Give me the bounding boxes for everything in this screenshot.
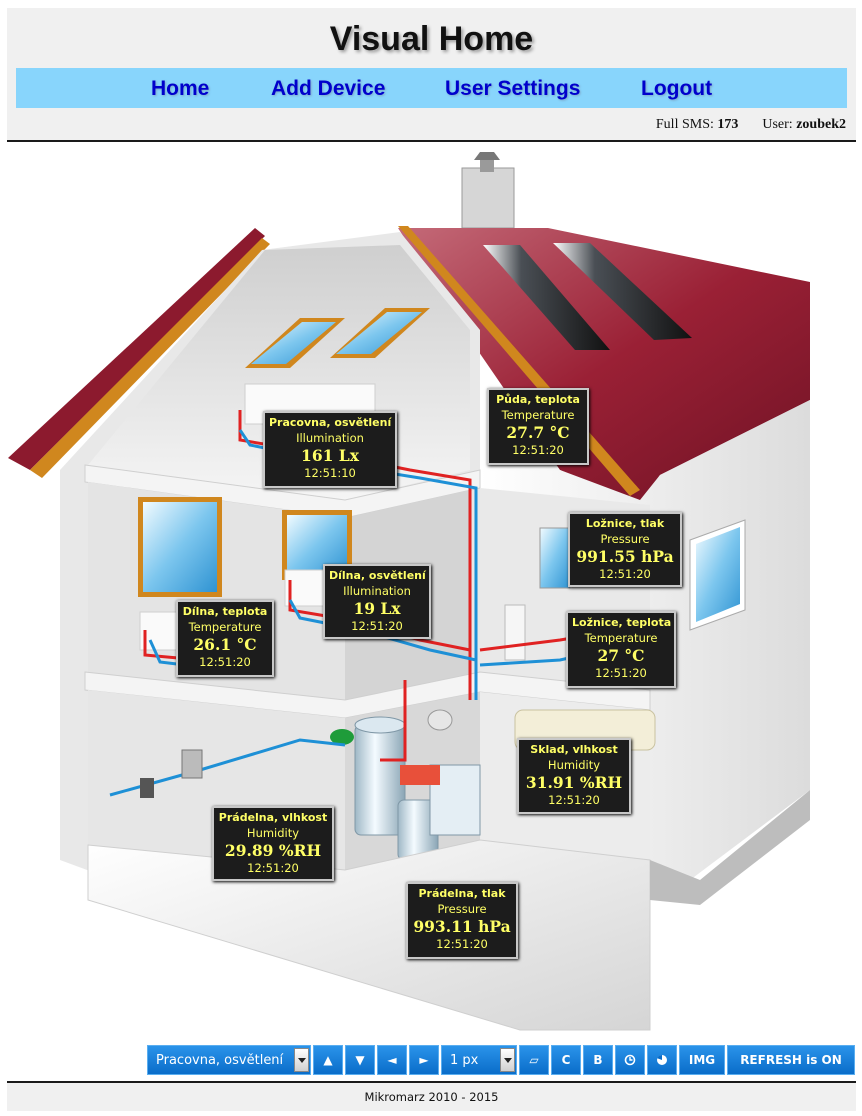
sensor-type: Pressure [600,532,650,546]
user-name: zoubek2 [796,117,846,132]
sensor-value: 27.7 °C [506,423,570,442]
pie-button[interactable] [647,1045,677,1075]
sensor-value: 26.1 °C [193,635,257,654]
img-button[interactable]: IMG [679,1045,725,1075]
sensor-loznice-teplota[interactable]: Ložnice, teplota Temperature 27 °C 12:51… [566,611,676,688]
sensor-name: Pracovna, osvětlení [269,416,392,429]
nav-user-settings-link[interactable]: User Settings [445,77,581,100]
app-title: Visual Home [329,20,534,58]
sensor-sklad-vlhkost[interactable]: Sklad, vlhkost Humidity 31.91 %RH 12:51:… [517,738,631,814]
nav-bar: Home Add Device User Settings Logout [16,68,847,108]
pie-chart-icon [657,1055,667,1065]
nav-logout-link[interactable]: Logout [641,77,713,100]
move-down-button[interactable]: ▼ [345,1045,375,1075]
refresh-toggle-button[interactable]: REFRESH is ON [727,1045,855,1075]
step-select-dropdown-icon[interactable] [500,1048,515,1072]
parallelogram-icon: ▱ [529,1053,539,1067]
arrow-down-icon: ▼ [355,1053,365,1067]
border-button[interactable]: B [583,1045,613,1075]
sensor-name: Prádelna, tlak [418,887,506,900]
sensor-type: Temperature [188,620,262,634]
sensor-name: Dílna, osvětlení [329,569,426,582]
footer-divider [7,1081,856,1083]
user-info: Full SMS: 173 User: zoubek2 [656,117,846,133]
sensor-name: Půda, teplota [496,393,580,406]
step-select[interactable]: 1 px [441,1045,517,1075]
move-up-button[interactable]: ▲ [313,1045,343,1075]
sensor-name: Sklad, vlhkost [530,743,618,756]
sensor-time: 12:51:10 [304,466,356,480]
sensor-time: 12:51:20 [512,443,564,457]
sensor-pracovna-osvetleni[interactable]: Pracovna, osvětlení Illumination 161 Lx … [263,411,397,488]
sensor-type: Humidity [547,758,601,772]
sensor-value: 991.55 hPa [576,547,674,566]
sensor-time: 12:51:20 [599,567,651,581]
sensor-value: 161 Lx [301,446,359,465]
border-button-label: B [593,1053,603,1067]
sensor-value: 27 °C [597,646,645,665]
sensor-time: 12:51:20 [436,937,488,951]
sensor-type: Illumination [296,431,364,445]
sensor-type: Humidity [246,826,300,840]
arrow-up-icon: ▲ [323,1053,333,1067]
color-button-label: C [561,1053,571,1067]
sensor-type: Temperature [501,408,575,422]
device-select-value: Pracovna, osvětlení [156,1053,284,1068]
footer: Mikromarz 2010 - 2015 [7,1083,856,1111]
sensor-name: Ložnice, teplota [572,616,672,629]
step-select-value: 1 px [450,1053,479,1068]
box-style-button[interactable]: ▱ [519,1045,549,1075]
sensor-dilna-teplota[interactable]: Dílna, teplota Temperature 26.1 °C 12:51… [176,600,274,677]
sensor-value: 31.91 %RH [525,773,623,792]
sensor-time: 12:51:20 [247,861,299,875]
control-toolbar: Pracovna, osvětlení ▲ ▼ ◄ ► 1 px ▱ C B I… [147,1045,855,1075]
sensor-name: Prádelna, vlhkost [218,811,328,824]
sensor-value: 993.11 hPa [413,917,511,936]
sensor-type: Illumination [343,584,411,598]
header: Visual Home Home Add Device User Setting… [7,8,856,140]
sensor-pradelna-tlak[interactable]: Prádelna, tlak Pressure 993.11 hPa 12:51… [406,882,518,959]
clock-icon [624,1054,636,1066]
sensor-value: 29.89 %RH [224,841,322,860]
timer-button[interactable] [615,1045,645,1075]
sensor-value: 19 Lx [353,599,401,618]
arrow-left-icon: ◄ [387,1053,397,1067]
nav-home-link[interactable]: Home [151,77,210,100]
header-divider [7,140,856,142]
sensor-type: Temperature [584,631,658,645]
img-button-label: IMG [688,1053,716,1067]
move-left-button[interactable]: ◄ [377,1045,407,1075]
sms-label: Full SMS: [655,117,714,132]
device-select-dropdown-icon[interactable] [294,1048,309,1072]
sensor-time: 12:51:20 [199,655,251,669]
device-select[interactable]: Pracovna, osvětlení [147,1045,311,1075]
sensor-name: Dílna, teplota [182,605,268,618]
sms-count: 173 [717,117,739,132]
refresh-button-label: REFRESH is ON [740,1053,842,1067]
sensor-loznice-tlak[interactable]: Ložnice, tlak Pressure 991.55 hPa 12:51:… [568,512,682,587]
sensor-time: 12:51:20 [548,793,600,807]
nav-add-device-link[interactable]: Add Device [271,77,386,100]
color-button[interactable]: C [551,1045,581,1075]
sensor-time: 12:51:20 [595,666,647,680]
sensor-pradelna-vlhkost[interactable]: Prádelna, vlhkost Humidity 29.89 %RH 12:… [212,806,334,881]
sensor-time: 12:51:20 [351,619,403,633]
sensor-type: Pressure [437,902,487,916]
arrow-right-icon: ► [419,1053,429,1067]
sensor-dilna-osvetleni[interactable]: Dílna, osvětlení Illumination 19 Lx 12:5… [323,564,431,639]
user-label: User: [762,117,793,132]
move-right-button[interactable]: ► [409,1045,439,1075]
sensor-puda-teplota[interactable]: Půda, teplota Temperature 27.7 °C 12:51:… [487,388,589,465]
sensor-name: Ložnice, tlak [585,517,665,530]
